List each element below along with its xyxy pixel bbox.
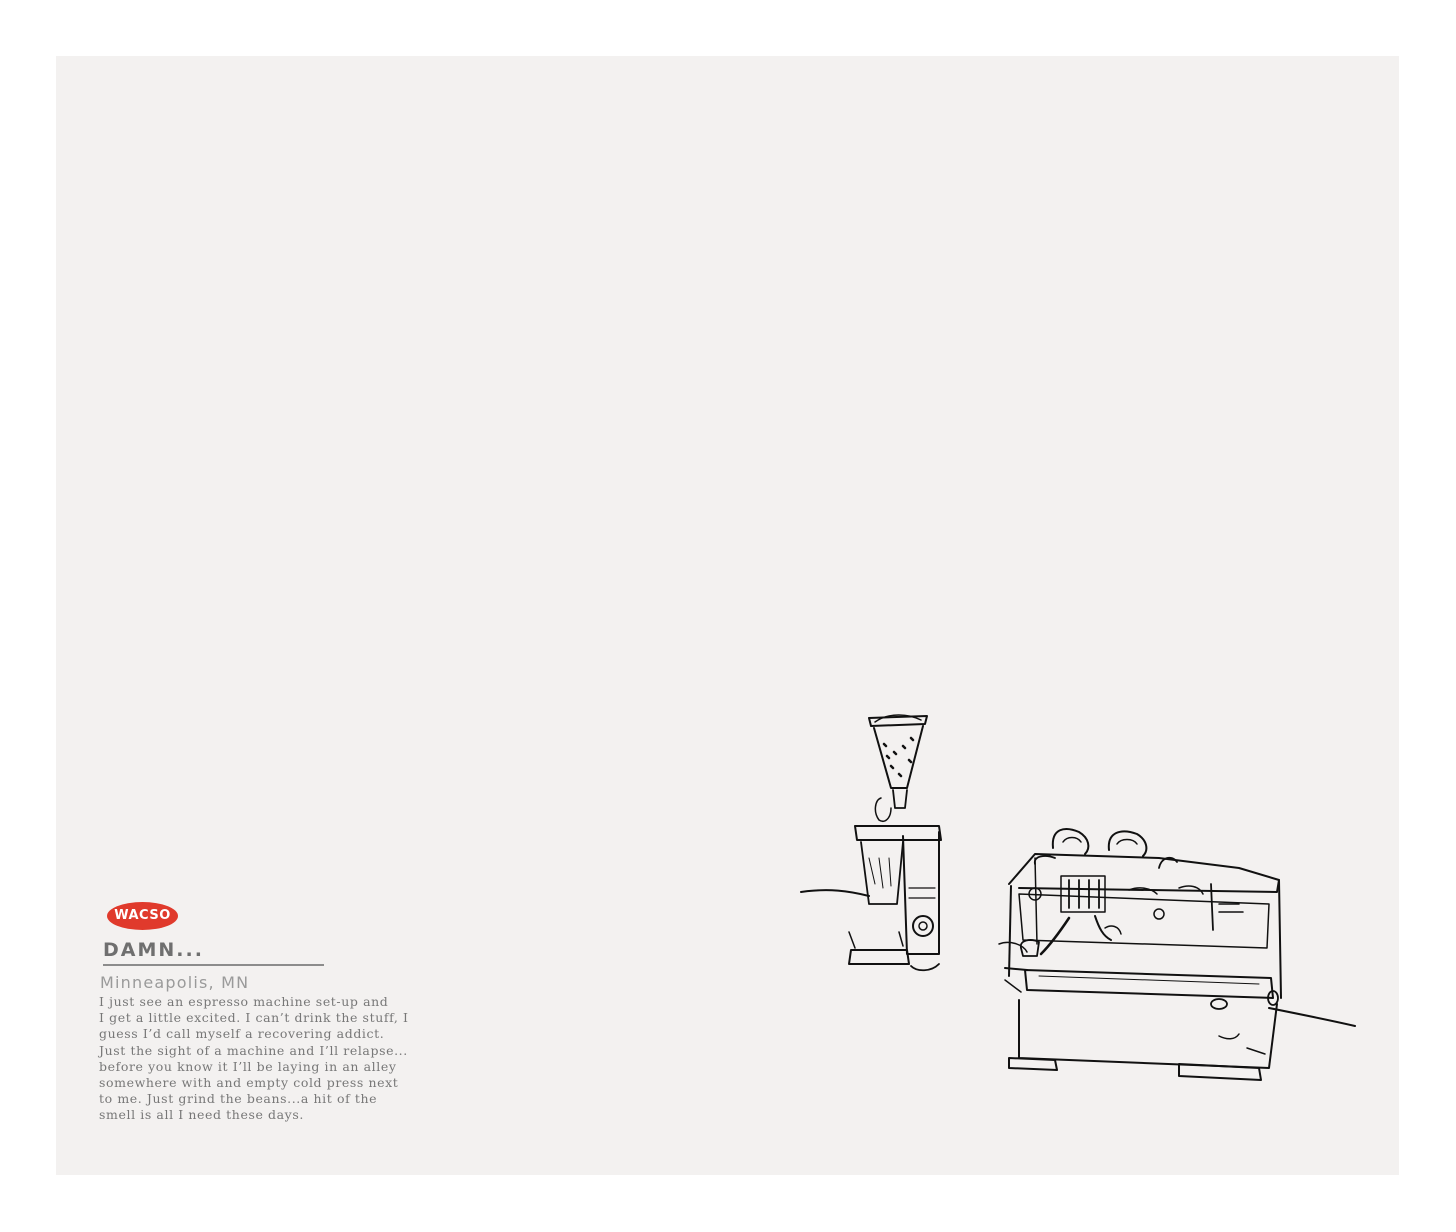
story-line: before you know it I’ll be laying in an … [99,1058,397,1074]
story-line: I just see an espresso machine set-up an… [99,994,389,1009]
story-text: I just see an espresso machine set-up an… [99,994,439,1124]
story-line: somewhere with and empty cold press next [99,1075,399,1091]
story-line: guess I’d call myself a recovering addic… [99,1026,385,1042]
story-title: DAMN... [103,937,324,966]
story-line: I get a little excited. I can’t drink th… [99,1010,409,1026]
story-line: to me. Just grind the beans...a hit of t… [99,1091,378,1107]
story-line: Just the sight of a machine and I’ll rel… [99,1042,408,1058]
wacso-logo: WACSO [107,902,178,930]
espresso-machine-sketch-icon [799,708,1359,1088]
story-location: Minneapolis, MN [100,973,250,992]
illustration-panel: WACSO DAMN... Minneapolis, MN I just see… [56,56,1399,1175]
story-line: smell is all I need these days. [99,1107,304,1123]
